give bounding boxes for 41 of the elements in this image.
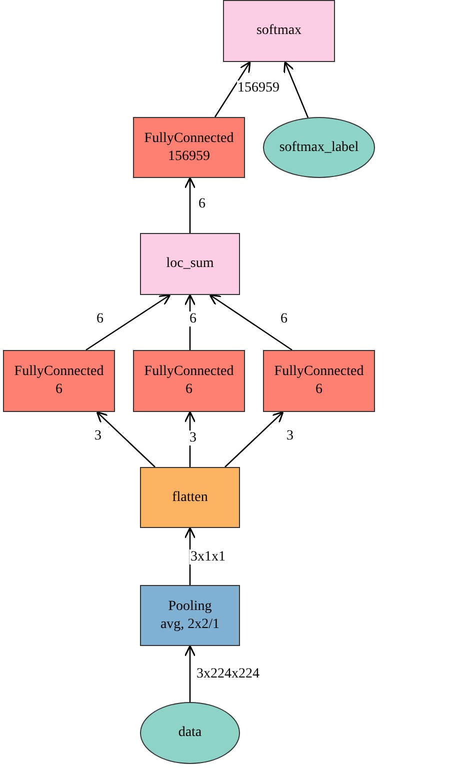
edge-label: 6 xyxy=(96,311,104,326)
layer-box xyxy=(263,350,375,412)
edge-label: 6 xyxy=(198,196,206,211)
arrow xyxy=(209,294,292,351)
edge-label: 6 xyxy=(280,311,288,326)
edge-label: 156959 xyxy=(236,80,280,95)
node-label: avg, 2x2/1 xyxy=(160,616,220,634)
node-label: Pooling xyxy=(168,598,212,616)
arrow xyxy=(184,411,196,467)
node-label: FullyConnected xyxy=(14,363,104,381)
layer-box xyxy=(140,233,240,295)
layer-box xyxy=(140,467,240,528)
edge-label: 3 xyxy=(188,430,198,445)
node-label: loc_sum xyxy=(166,255,214,273)
arrow xyxy=(86,294,171,351)
layer-box xyxy=(223,0,335,62)
arrow xyxy=(184,645,196,702)
edge-label: 3 xyxy=(94,428,102,443)
edge-label: 3x1x1 xyxy=(190,549,226,564)
arrow xyxy=(184,177,196,233)
node-label: FullyConnected xyxy=(144,363,234,381)
node-label: 6 xyxy=(186,381,192,399)
node-label: softmax_label xyxy=(279,138,359,156)
node-label: FullyConnected xyxy=(274,363,364,381)
node-label: softmax xyxy=(256,22,302,40)
node-label: data xyxy=(178,724,202,742)
node-label: 156959 xyxy=(168,148,210,166)
arrow xyxy=(283,61,309,118)
arrow xyxy=(224,411,284,468)
node-label: 6 xyxy=(56,381,62,399)
layer-box xyxy=(133,117,245,178)
arrow xyxy=(214,61,251,118)
node-label: flatten xyxy=(172,488,208,506)
edge-label: 3 xyxy=(286,428,294,443)
layer-box xyxy=(133,350,245,412)
layer-box xyxy=(140,585,240,646)
edge-label: 6 xyxy=(188,311,198,326)
arrow xyxy=(96,411,156,468)
layer-box xyxy=(3,350,115,412)
node-label: 6 xyxy=(316,381,322,399)
node-label: FullyConnected xyxy=(144,130,234,148)
